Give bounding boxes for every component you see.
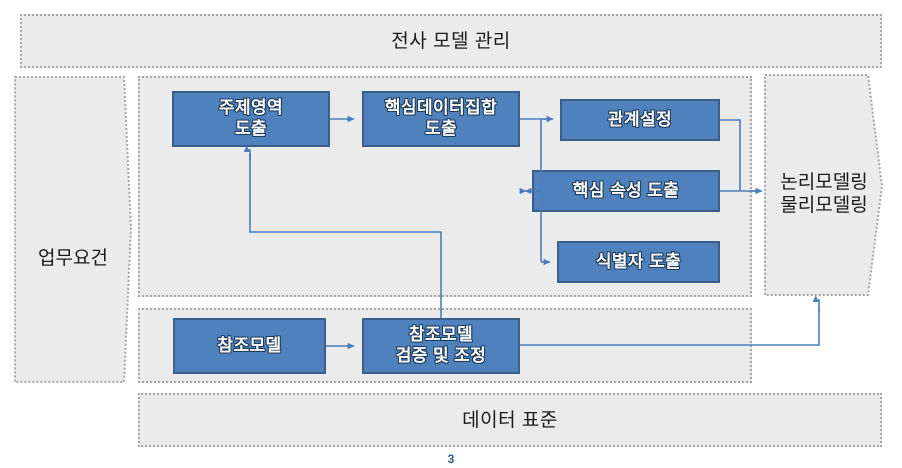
side-panel-business-requirements-label: 업무요건: [38, 248, 108, 269]
band-enterprise-model-management-label: 전사 모델 관리: [391, 31, 511, 52]
band-data-standard: 데이터 표준: [138, 393, 882, 447]
side-panel-business-requirements: 업무요건: [14, 76, 132, 383]
band-data-standard-label: 데이터 표준: [462, 410, 558, 431]
box-reference-verify[interactable]: 참조모델 검증 및 조정: [362, 318, 520, 374]
box-subject-area[interactable]: 주제영역 도출: [172, 91, 330, 147]
side-panel-left-shape: [14, 76, 132, 383]
box-reference-model[interactable]: 참조모델: [173, 318, 326, 374]
box-core-attribute[interactable]: 핵심 속성 도출: [532, 170, 720, 212]
page-number: 3: [447, 452, 455, 466]
box-core-dataset[interactable]: 핵심데이터집합 도출: [362, 91, 520, 147]
box-relationship[interactable]: 관계설정: [560, 99, 720, 141]
side-panel-logical-physical-modeling: 논리모델링 물리모델링: [764, 74, 884, 296]
side-panel-right-shape: [764, 74, 884, 296]
band-enterprise-model-management: 전사 모델 관리: [20, 14, 882, 68]
side-panel-logical-physical-modeling-label: 논리모델링 물리모델링: [780, 172, 868, 216]
box-identifier[interactable]: 식별자 도출: [557, 241, 720, 283]
